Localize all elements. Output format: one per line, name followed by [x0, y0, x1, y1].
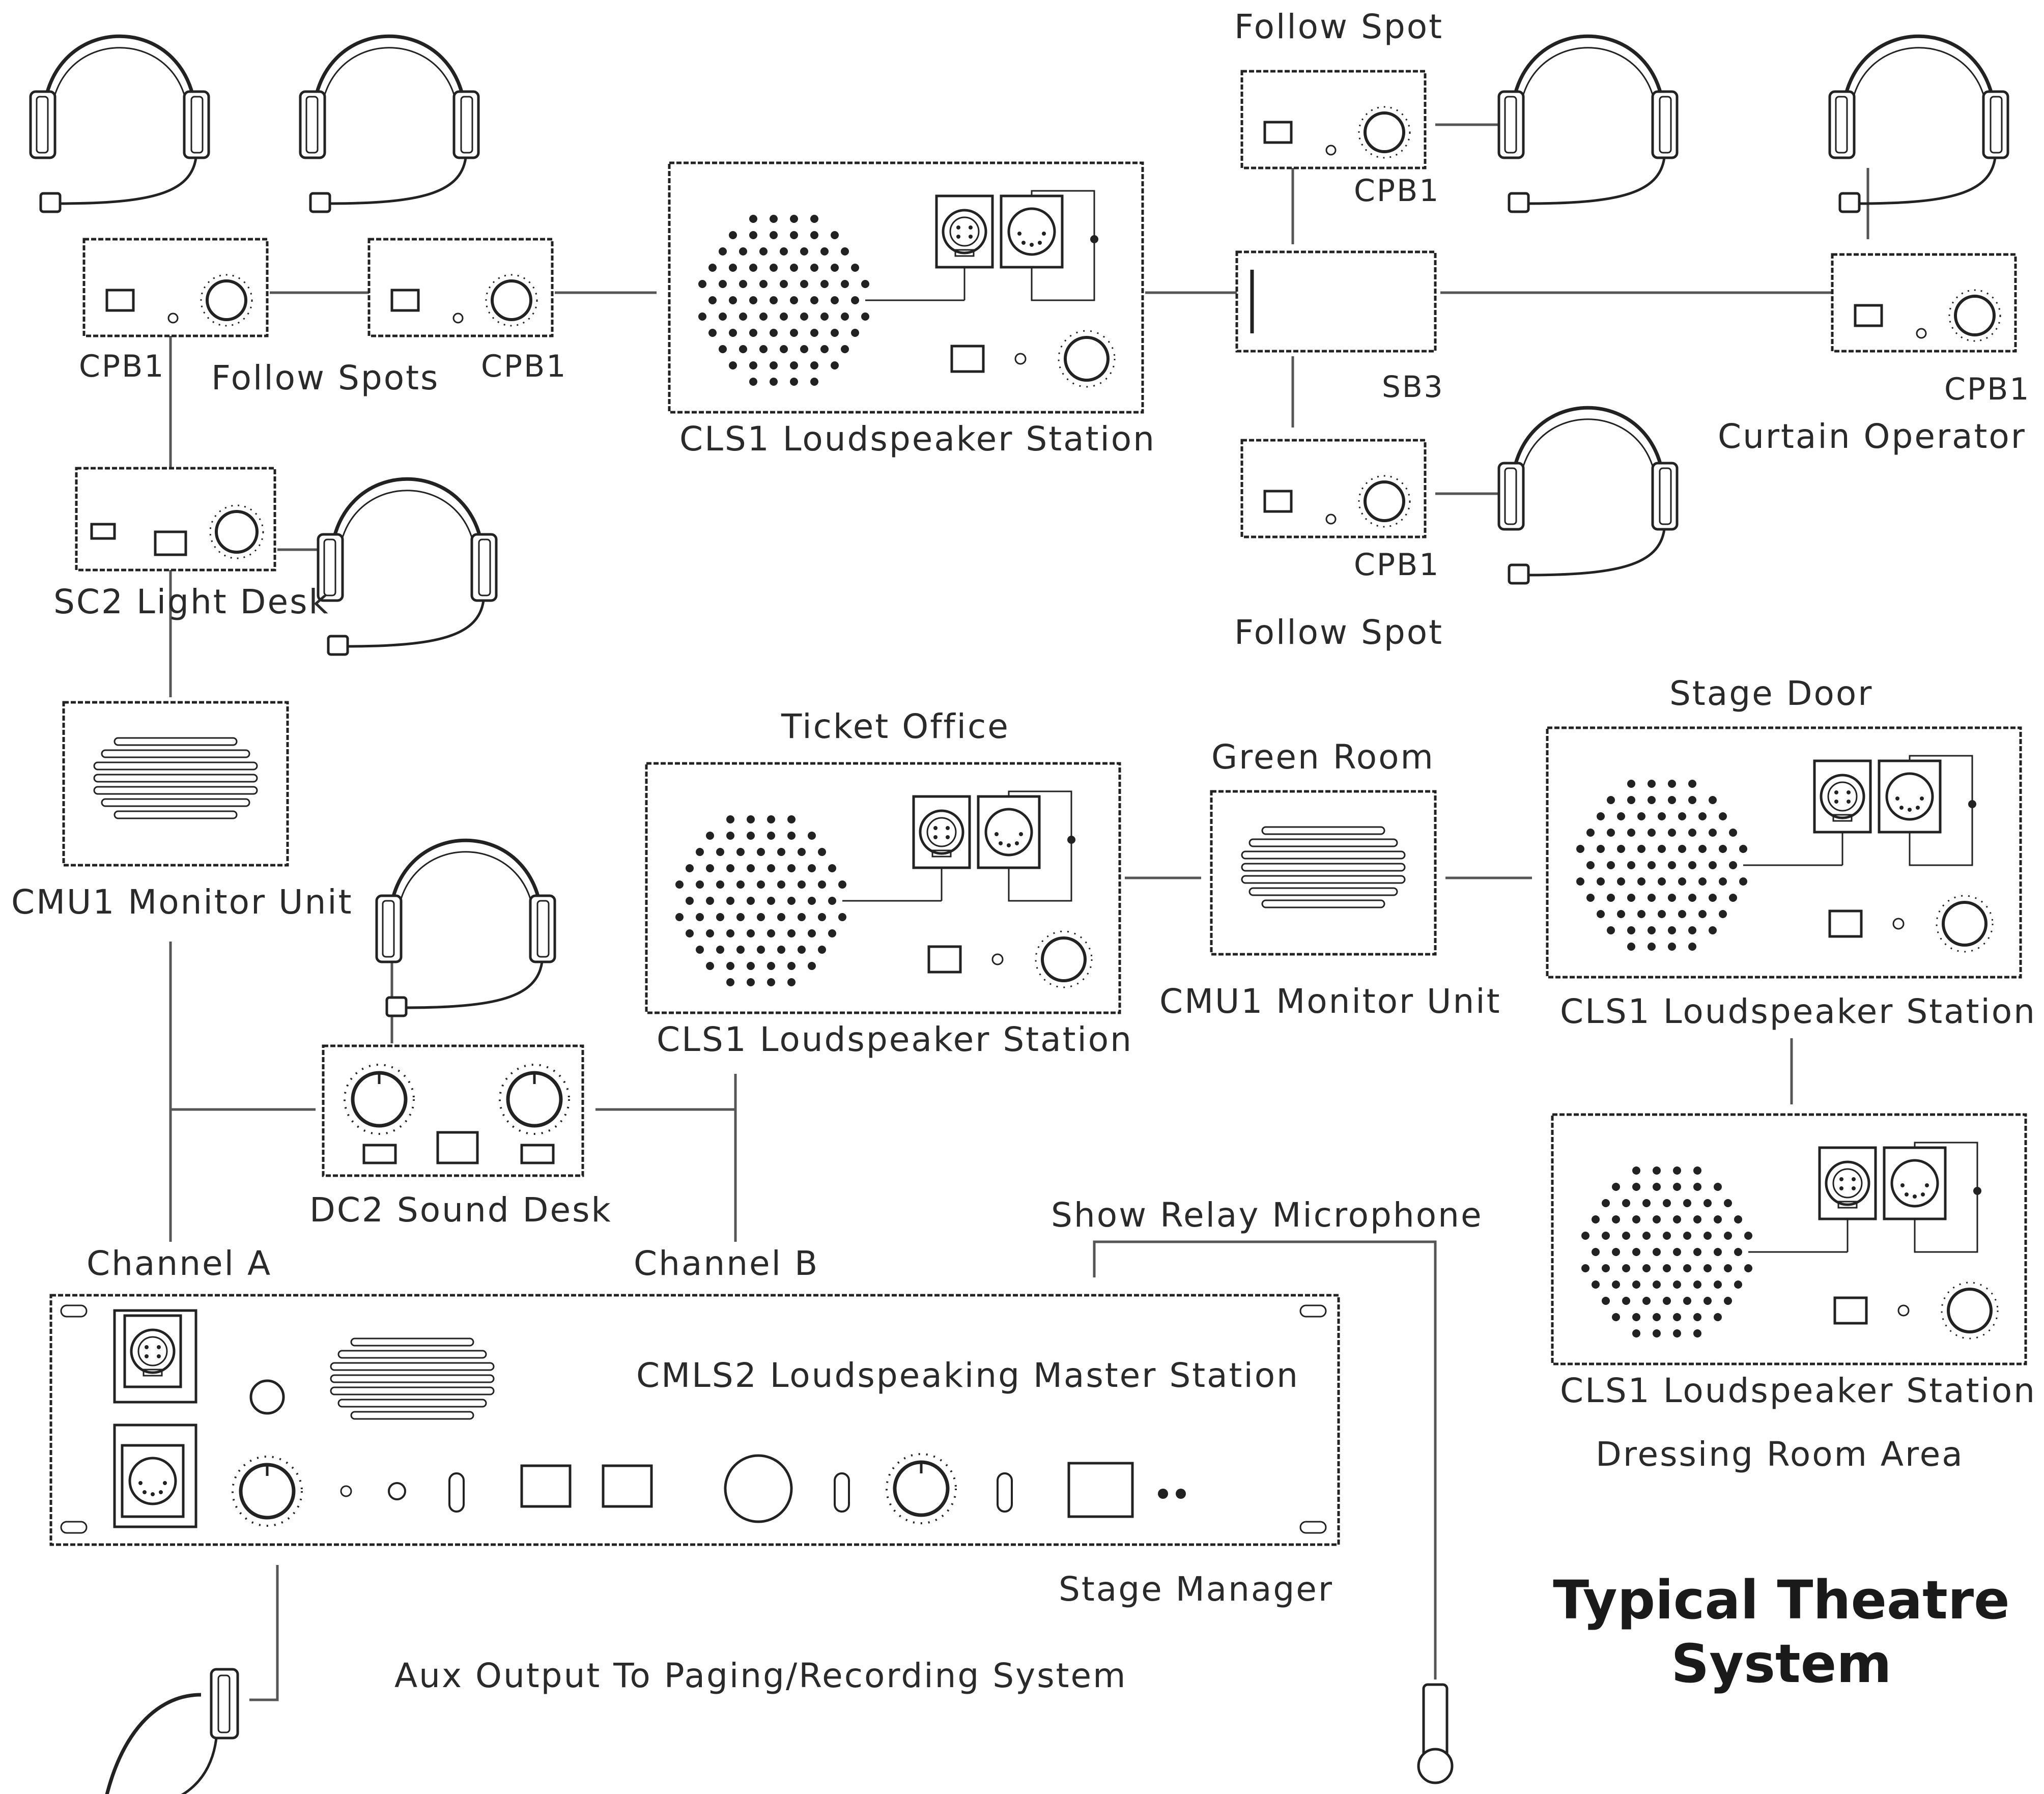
label-cpb1-top-right: CPB1 — [1354, 173, 1440, 209]
sc2-light-desk — [75, 467, 276, 572]
label-sb3: SB3 — [1382, 369, 1444, 404]
dc2-sound-desk — [322, 1044, 584, 1177]
cpb1-panel-far-right — [1832, 254, 2015, 351]
label-cmu1-left: CMU1 Monitor Unit — [11, 882, 353, 922]
label-cls1-top: CLS1 Loudspeaker Station — [679, 419, 1156, 459]
headset-icon — [377, 840, 555, 1016]
headset-icon — [318, 479, 496, 654]
headset-icon — [31, 36, 209, 212]
label-follow-spot-bottom: Follow Spot — [1234, 613, 1443, 652]
label-cpb1-mid: CPB1 — [481, 349, 567, 384]
cpb1-panel-top-right — [1242, 71, 1425, 168]
label-curtain-operator: Curtain Operator — [1718, 417, 2026, 456]
cmu1-monitor-left — [62, 701, 289, 867]
label-cpb1-left: CPB1 — [79, 349, 165, 384]
label-sc2-light-desk: SC2 Light Desk — [53, 582, 330, 621]
label-ticket-office: Ticket Office — [781, 707, 1010, 746]
label-aux-output: Aux Output To Paging/Recording System — [394, 1656, 1127, 1695]
label-cls1-stage-door: CLS1 Loudspeaker Station — [1560, 992, 2036, 1031]
cls1-station-stage-door — [1547, 728, 2021, 977]
label-stage-door: Stage Door — [1669, 674, 1873, 713]
label-green-room: Green Room — [1211, 737, 1435, 777]
headset-icon — [1499, 36, 1677, 212]
label-cpb1-far-right: CPB1 — [1944, 372, 2030, 407]
headset-icon — [1499, 408, 1677, 583]
label-dc2-sound-desk: DC2 Sound Desk — [309, 1190, 612, 1230]
show-relay-microphone-icon — [1417, 1683, 1454, 1784]
label-dressing-room-area: Dressing Room Area — [1596, 1435, 1964, 1474]
cpb1-panel-mid — [369, 239, 552, 336]
label-cmu1-green-room: CMU1 Monitor Unit — [1159, 982, 1501, 1021]
headset-icon — [300, 36, 478, 212]
cls1-station-ticket-office — [646, 763, 1120, 1013]
label-cpb1-lower-right: CPB1 — [1354, 547, 1440, 583]
label-stage-manager: Stage Manager — [1059, 1570, 1333, 1609]
single-ear-headset-icon — [99, 1669, 238, 1794]
sb3-box — [1235, 250, 1437, 353]
headset-icon — [1830, 36, 2008, 212]
cmls2-master-station — [49, 1294, 1340, 1546]
label-follow-spots: Follow Spots — [211, 358, 439, 397]
label-cmls2-master-station: CMLS2 Loudspeaking Master Station — [636, 1356, 1299, 1395]
cmu1-monitor-green-room — [1210, 790, 1437, 956]
label-cls1-ticket-office: CLS1 Loudspeaker Station — [657, 1020, 1133, 1059]
cpb1-panel-left — [84, 239, 267, 336]
label-cls1-dressing-room: CLS1 Loudspeaker Station — [1560, 1371, 2036, 1410]
connection-wires — [169, 123, 1869, 1701]
label-show-relay-microphone: Show Relay Microphone — [1051, 1195, 1483, 1235]
label-channel-b: Channel B — [634, 1244, 819, 1283]
title-line-1: Typical Theatre — [1553, 1569, 2009, 1631]
cpb1-panel-lower-right — [1242, 440, 1425, 537]
title-line-2: System — [1671, 1633, 1891, 1695]
label-channel-a: Channel A — [87, 1244, 272, 1283]
cls1-station-dressing-room — [1552, 1115, 2026, 1364]
label-follow-spot-top: Follow Spot — [1234, 7, 1443, 46]
cls1-station-top — [669, 163, 1143, 412]
